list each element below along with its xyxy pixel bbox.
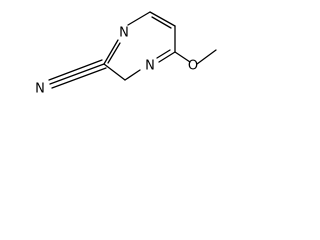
nitrile-bond-1 — [49, 63, 105, 85]
bond-c4-o — [174, 51, 191, 63]
atom-label-ring-n-bottom: N — [145, 59, 155, 74]
molecule-structure-canvas: N N N O — [0, 0, 220, 113]
nitrile-bond-2 — [48, 59, 103, 81]
bond-c2-n1-inner — [107, 42, 121, 64]
bond-n3-c2 — [124, 69, 141, 81]
bond-c4-n3-inner — [156, 49, 171, 59]
atom-label-nitrile-n: N — [35, 82, 45, 97]
nitrile-bond-3 — [51, 67, 107, 89]
bond-o-methyl — [196, 49, 217, 65]
bond-c4-n3 — [158, 51, 176, 63]
molecule-structure: N N N O — [35, 11, 217, 97]
bond-n1-c6 — [127, 11, 151, 26]
bond-c2-n1 — [103, 39, 119, 65]
bond-c6-c5-inner — [151, 16, 172, 29]
atom-label-ring-n-top: N — [119, 26, 129, 41]
bond-c6-c5 — [149, 11, 176, 27]
bond-c2-ring — [103, 63, 126, 81]
atom-label-ether-o: O — [188, 59, 198, 74]
